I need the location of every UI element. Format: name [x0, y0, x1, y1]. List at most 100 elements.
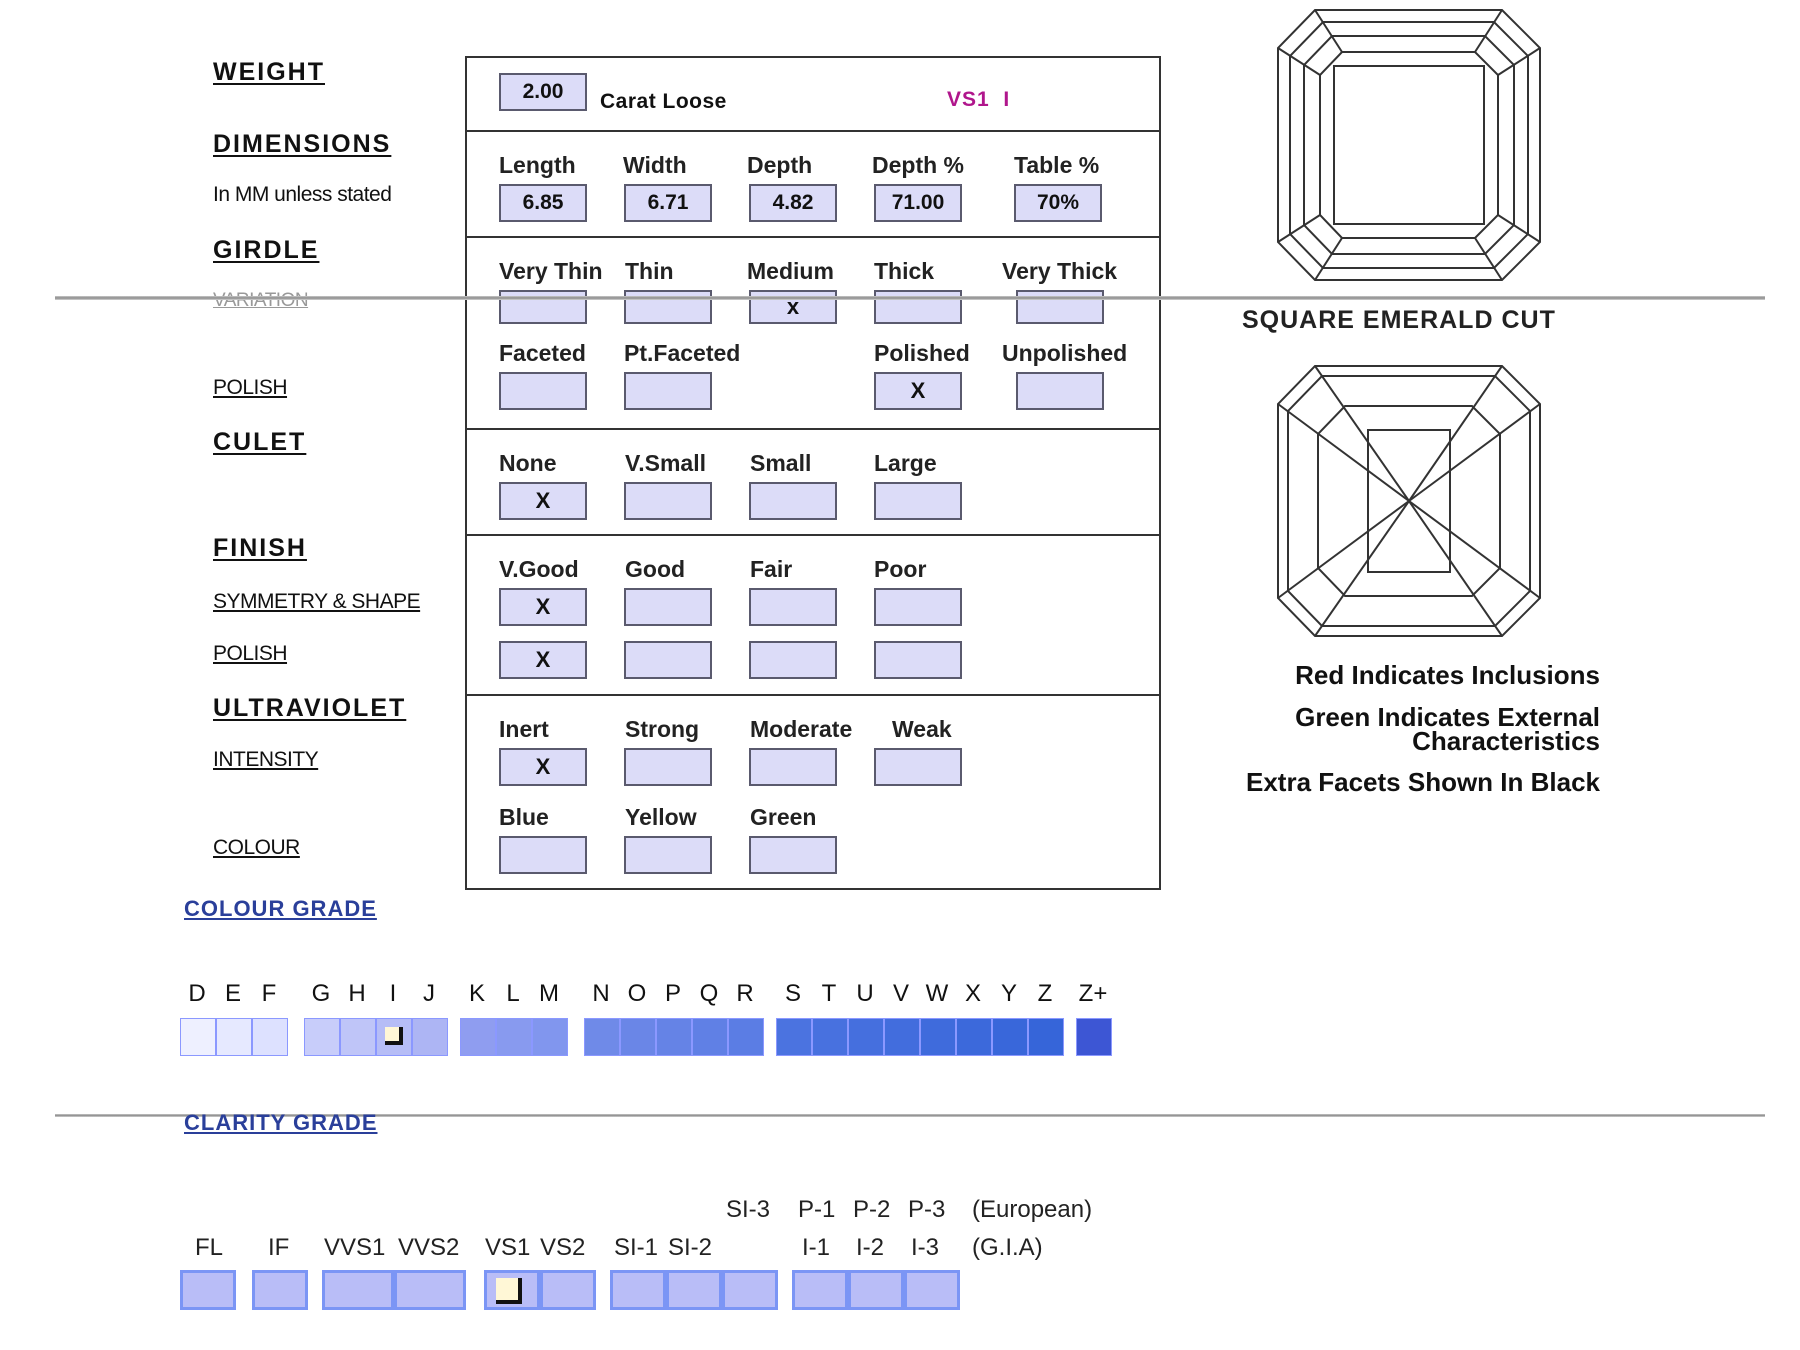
- clarity-cell-si-3[interactable]: [722, 1270, 778, 1310]
- colour-cell-d[interactable]: [180, 1018, 216, 1056]
- finish-panel: V.Good Good Fair Poor X X: [465, 534, 1161, 696]
- clarity-european-label-3: P-3: [908, 1196, 946, 1223]
- clarity-cell-i-3[interactable]: [904, 1270, 960, 1310]
- dimensions-heading: DIMENSIONS: [213, 130, 392, 158]
- depth-value[interactable]: 4.82: [749, 184, 837, 222]
- colour-cell-n[interactable]: [584, 1018, 620, 1056]
- clarity-european-label-0: SI-3: [726, 1196, 771, 1223]
- table-percent-value[interactable]: 70%: [1014, 184, 1102, 222]
- clarity-cell-si-1[interactable]: [610, 1270, 666, 1310]
- colour-letter-w: W: [925, 980, 949, 1007]
- emerald-cut-pavilion-diagram: [1277, 365, 1541, 637]
- colour-cell-o[interactable]: [620, 1018, 656, 1056]
- colour-cell-g[interactable]: [304, 1018, 340, 1056]
- clarity-cell-i-2[interactable]: [848, 1270, 904, 1310]
- clarity-cell-fl[interactable]: [180, 1270, 236, 1310]
- colour-cell-w[interactable]: [920, 1018, 956, 1056]
- colour-letter-e: E: [224, 980, 241, 1007]
- polish-v-good-checkbox[interactable]: X: [499, 641, 587, 679]
- colour-cell-x[interactable]: [956, 1018, 992, 1056]
- thin-checkbox[interactable]: [624, 290, 712, 324]
- poor-header: Poor: [874, 556, 927, 582]
- polish-fair-checkbox[interactable]: [749, 641, 837, 679]
- clarity-grade-heading: CLARITY GRADE: [184, 1110, 378, 1135]
- clarity-gia-label-7: SI-2: [668, 1234, 713, 1261]
- uv-inert-checkbox[interactable]: X: [499, 748, 587, 786]
- culet-none-checkbox[interactable]: X: [499, 482, 587, 520]
- medium-header: Medium: [747, 258, 834, 284]
- colour-cell-r[interactable]: [728, 1018, 764, 1056]
- polish-poor-checkbox[interactable]: [874, 641, 962, 679]
- polished-checkbox[interactable]: X: [874, 372, 962, 410]
- colour-cell-zplus[interactable]: [1076, 1018, 1112, 1056]
- girdle-heading: GIRDLE: [213, 236, 320, 264]
- polish-good-checkbox[interactable]: [624, 641, 712, 679]
- dimensions-panel: Length Width Depth Depth % Table % 6.85 …: [465, 130, 1161, 238]
- colour-cell-u[interactable]: [848, 1018, 884, 1056]
- inert-header: Inert: [499, 716, 549, 742]
- colour-cell-e[interactable]: [216, 1018, 252, 1056]
- colour-cell-j[interactable]: [412, 1018, 448, 1056]
- clarity-cell-if[interactable]: [252, 1270, 308, 1310]
- colour-cell-p[interactable]: [656, 1018, 692, 1056]
- colour-letter-k: K: [468, 980, 485, 1007]
- uv-yellow-checkbox[interactable]: [624, 836, 712, 874]
- colour-letter-i: I: [389, 980, 397, 1007]
- clarity-gia-label-4: VS1: [485, 1234, 531, 1261]
- weak-header: Weak: [892, 716, 952, 742]
- colour-cell-y[interactable]: [992, 1018, 1028, 1056]
- uv-blue-checkbox[interactable]: [499, 836, 587, 874]
- culet-v-small-checkbox[interactable]: [624, 482, 712, 520]
- clarity-cell-i-1[interactable]: [792, 1270, 848, 1310]
- colour-cell-z[interactable]: [1028, 1018, 1064, 1056]
- clarity-gia-label-5: VS2: [540, 1234, 586, 1261]
- colour-cell-k[interactable]: [460, 1018, 496, 1056]
- none-header: None: [499, 450, 557, 476]
- colour-cell-m[interactable]: [532, 1018, 568, 1056]
- clarity-gia-label-11: (G.I.A): [972, 1234, 1043, 1261]
- width-value[interactable]: 6.71: [624, 184, 712, 222]
- clarity-selected-marker: [496, 1278, 522, 1304]
- colour-cell-f[interactable]: [252, 1018, 288, 1056]
- polished-header: Polished: [874, 340, 970, 366]
- carat-value[interactable]: 2.00: [499, 73, 587, 111]
- symmetry-v-good-checkbox[interactable]: X: [499, 588, 587, 626]
- colour-cell-l[interactable]: [496, 1018, 532, 1056]
- symmetry-poor-checkbox[interactable]: [874, 588, 962, 626]
- colour-cell-t[interactable]: [812, 1018, 848, 1056]
- colour-cell-q[interactable]: [692, 1018, 728, 1056]
- faceted-checkbox[interactable]: [499, 372, 587, 410]
- finish-heading: FINISH: [213, 534, 307, 562]
- clarity-cell-vs2[interactable]: [540, 1270, 596, 1310]
- culet-small-checkbox[interactable]: [749, 482, 837, 520]
- very-thick-checkbox[interactable]: [1016, 290, 1104, 324]
- symmetry-fair-checkbox[interactable]: [749, 588, 837, 626]
- clarity-cell-vvs2[interactable]: [394, 1270, 466, 1310]
- clarity-gia-label-0: FL: [195, 1234, 224, 1261]
- colour-cell-v[interactable]: [884, 1018, 920, 1056]
- v-small-header: V.Small: [625, 450, 706, 476]
- culet-large-checkbox[interactable]: [874, 482, 962, 520]
- clarity-cell-vvs1[interactable]: [322, 1270, 394, 1310]
- depth-percent-value[interactable]: 71.00: [874, 184, 962, 222]
- clarity-gia-label-3: VVS2: [398, 1234, 460, 1261]
- length-value[interactable]: 6.85: [499, 184, 587, 222]
- medium-checkbox[interactable]: x: [749, 290, 837, 324]
- colour-cell-s[interactable]: [776, 1018, 812, 1056]
- unpolished-checkbox[interactable]: [1016, 372, 1104, 410]
- uv-strong-checkbox[interactable]: [624, 748, 712, 786]
- symmetry-good-checkbox[interactable]: [624, 588, 712, 626]
- dimensions-note: In MM unless stated: [213, 183, 392, 206]
- culet-panel: None V.Small Small Large X: [465, 428, 1161, 536]
- uv-moderate-checkbox[interactable]: [749, 748, 837, 786]
- uv-green-checkbox[interactable]: [749, 836, 837, 874]
- clarity-cell-si-2[interactable]: [666, 1270, 722, 1310]
- colour-letter-v: V: [892, 980, 909, 1007]
- colour-cell-h[interactable]: [340, 1018, 376, 1056]
- thick-checkbox[interactable]: [874, 290, 962, 324]
- colour-letter-p: P: [664, 980, 681, 1007]
- uv-weak-checkbox[interactable]: [874, 748, 962, 786]
- very-thin-checkbox[interactable]: [499, 290, 587, 324]
- colour-letter-l: L: [506, 980, 520, 1007]
- pt-faceted-checkbox[interactable]: [624, 372, 712, 410]
